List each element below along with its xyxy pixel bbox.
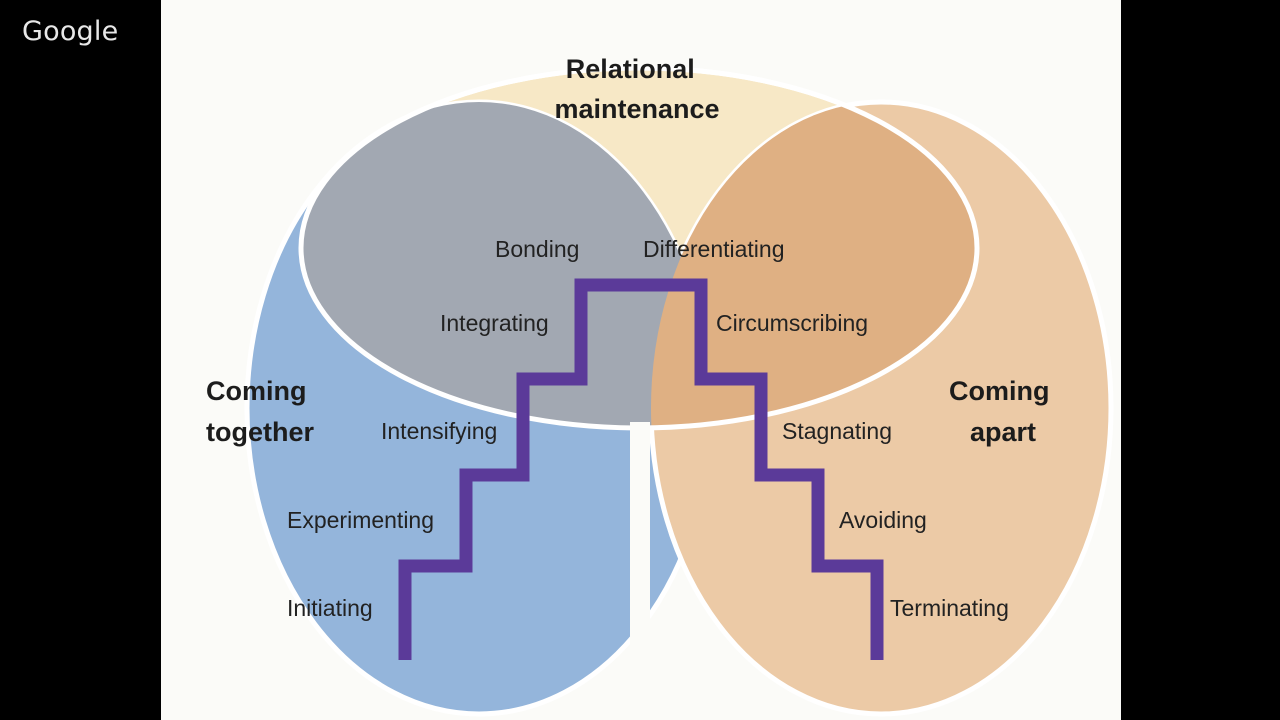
stage-experimenting: Experimenting: [287, 507, 434, 533]
stage-differentiating: Differentiating: [643, 236, 785, 262]
coming-together-line-2: together: [206, 417, 314, 447]
relational-maintenance-line-2: maintenance: [554, 94, 719, 124]
stage-intensifying: Intensifying: [381, 418, 497, 444]
stage-integrating: Integrating: [440, 310, 549, 336]
relationship-stages-diagram: Relational maintenance Coming together C…: [206, 54, 1114, 720]
relational-maintenance-line-1: Relational: [566, 54, 695, 84]
stage-circumscribing: Circumscribing: [716, 310, 868, 336]
stage-stagnating: Stagnating: [782, 418, 892, 444]
coming-apart-line-1: Coming: [949, 376, 1050, 406]
staircase-path: [398, 278, 884, 660]
diagram-slide: Relational maintenance Coming together C…: [161, 0, 1121, 720]
coming-together-label: Coming together: [206, 376, 314, 447]
coming-apart-label: Coming apart: [949, 376, 1057, 447]
relational-maintenance-label: Relational maintenance: [554, 54, 719, 124]
stage-bonding: Bonding: [495, 236, 579, 262]
stage-avoiding: Avoiding: [839, 507, 927, 533]
coming-together-line-1: Coming: [206, 376, 307, 406]
coming-apart-line-2: apart: [970, 417, 1036, 447]
center-gap: [630, 422, 650, 720]
google-watermark-logo: Google: [22, 16, 119, 47]
stage-terminating: Terminating: [890, 595, 1009, 621]
stage-initiating: Initiating: [287, 595, 373, 621]
